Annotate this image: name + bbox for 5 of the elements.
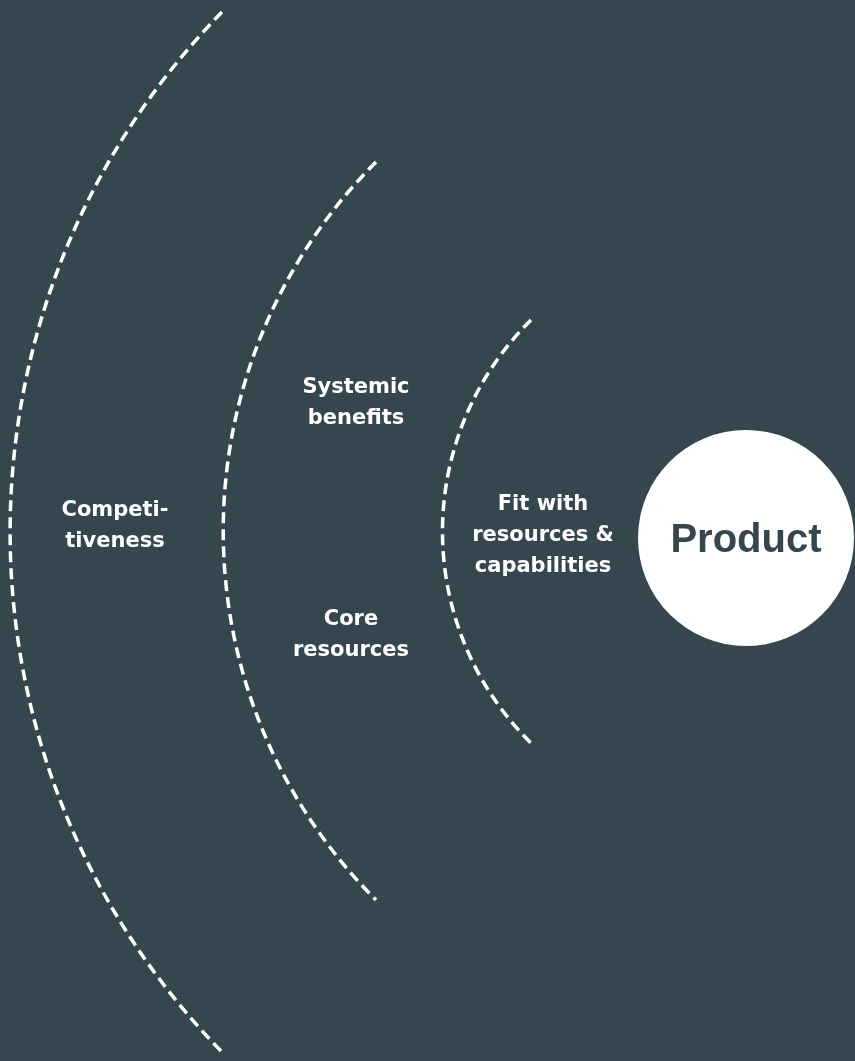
region-label: Competi- tiveness bbox=[60, 496, 170, 554]
region-label: Fit with resources & capabilities bbox=[471, 489, 615, 579]
region-label: Core resources bbox=[292, 605, 410, 663]
node-label: Product bbox=[670, 515, 822, 561]
region-label: Systemic benefits bbox=[301, 373, 411, 431]
